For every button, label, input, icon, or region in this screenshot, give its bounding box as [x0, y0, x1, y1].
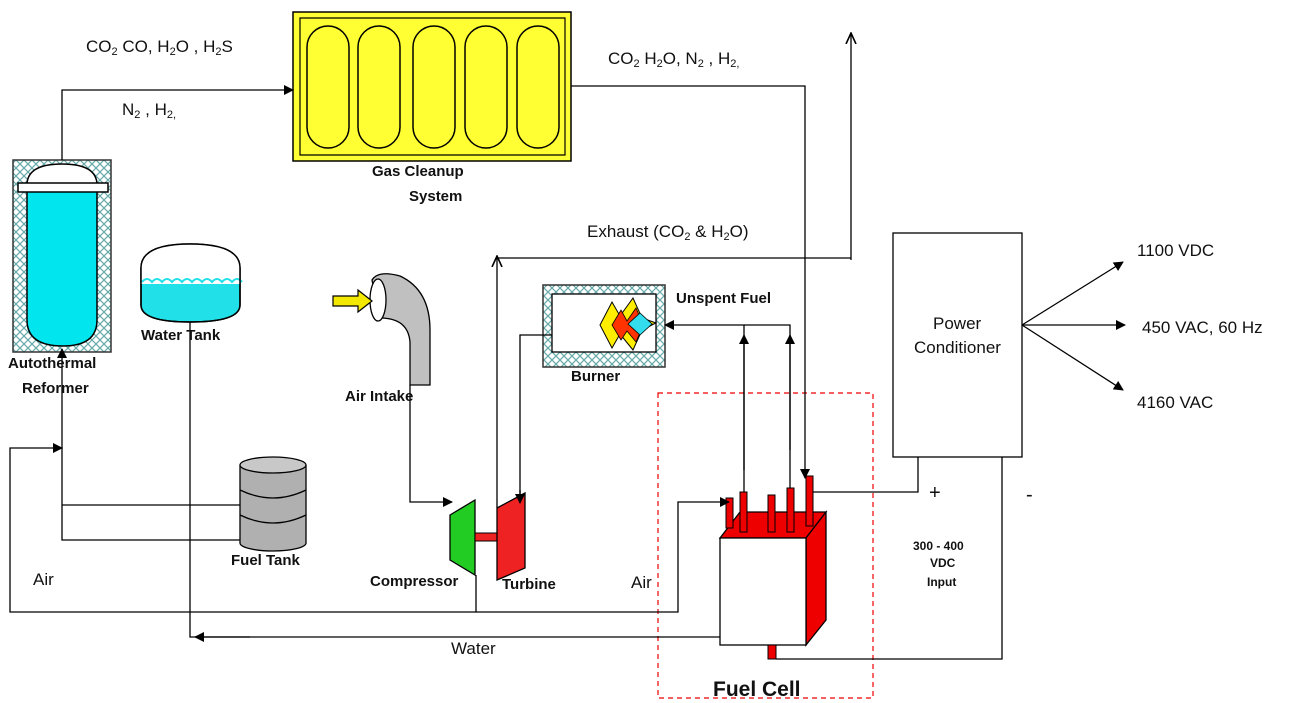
air-label-left: Air — [33, 570, 54, 589]
turbine — [496, 491, 526, 581]
plus-terminal: + — [929, 482, 941, 504]
power-conditioner-label-2: Conditioner — [914, 338, 1001, 357]
unspent-fuel-label: Unspent Fuel — [676, 290, 772, 307]
water-label: Water — [451, 639, 496, 658]
output-450-vac: 450 VAC, 60 Hz — [1142, 318, 1263, 337]
gas-cleanup-system — [292, 11, 572, 162]
fuel-tank-label: Fuel Tank — [231, 552, 300, 569]
input-label-3: Input — [927, 575, 957, 589]
water-tank — [140, 243, 243, 323]
fuel-tank — [239, 456, 307, 552]
input-label-1: 300 - 400 — [913, 539, 964, 553]
flow-lines — [9, 33, 1126, 660]
reformer-label-1: Autothermal — [8, 355, 97, 372]
fuel-cell — [657, 392, 874, 699]
reformer-label-2: Reformer — [22, 380, 89, 397]
turbine-label: Turbine — [502, 576, 556, 593]
compressor-label: Compressor — [370, 573, 459, 590]
burner — [542, 284, 666, 368]
autothermal-reformer — [12, 159, 112, 353]
air-intake-label: Air Intake — [345, 388, 414, 405]
minus-terminal: - — [1026, 484, 1033, 506]
reformer-output-species: CO2 CO, H2O , H2S — [86, 37, 233, 58]
fuel-cell-label: Fuel Cell — [713, 678, 801, 701]
power-conditioner — [892, 232, 1023, 458]
output-4160-vac: 4160 VAC — [1137, 393, 1214, 412]
input-label-2: VDC — [930, 556, 956, 570]
power-conditioner-label-1: Power — [933, 314, 982, 333]
exhaust-label: Exhaust (CO2 & H2O) — [587, 222, 749, 243]
burner-label: Burner — [571, 368, 621, 385]
cleaned-gas-species: CO2 H2O, N2 , H2, — [608, 49, 740, 70]
gas-cleanup-label-2: System — [409, 188, 463, 205]
gas-cleanup-label-1: Gas Cleanup — [372, 163, 464, 180]
reformer-output-species-2: N2 , H2, — [122, 100, 177, 121]
compressor-turbine-shaft — [474, 532, 498, 542]
air-label-right: Air — [631, 573, 652, 592]
compressor — [449, 498, 476, 577]
air-intake — [332, 273, 431, 386]
output-1100-vdc: 1100 VDC — [1137, 241, 1215, 260]
water-tank-label: Water Tank — [141, 327, 221, 344]
